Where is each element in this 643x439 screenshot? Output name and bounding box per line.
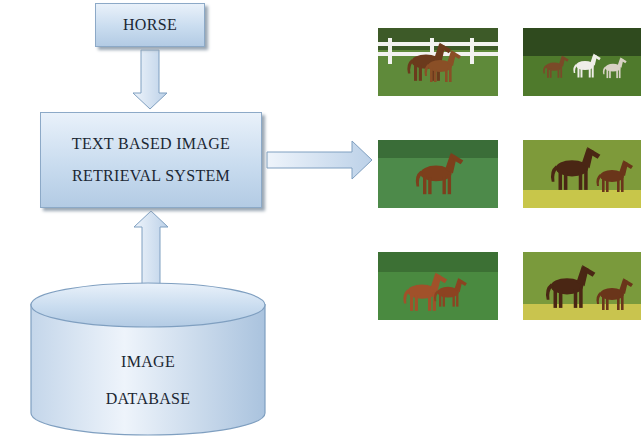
photo <box>378 252 498 320</box>
block-arrow <box>134 211 168 285</box>
process-box: TEXT BASED IMAGE RETRIEVAL SYSTEM <box>40 112 262 208</box>
photo <box>378 28 498 96</box>
block-arrow <box>133 50 167 109</box>
node-label: TEXT BASED IMAGE RETRIEVAL SYSTEM <box>51 128 251 192</box>
photo <box>523 140 641 208</box>
database-cylinder: IMAGE DATABASE <box>30 282 266 436</box>
photo <box>523 252 641 320</box>
cylinder-top <box>31 283 265 327</box>
photo <box>378 140 498 208</box>
query-box: HORSE <box>95 3 205 47</box>
node-label: HORSE <box>123 15 177 34</box>
node-label: IMAGE DATABASE <box>83 344 213 418</box>
photo <box>523 28 641 96</box>
output-arrow <box>267 141 372 179</box>
